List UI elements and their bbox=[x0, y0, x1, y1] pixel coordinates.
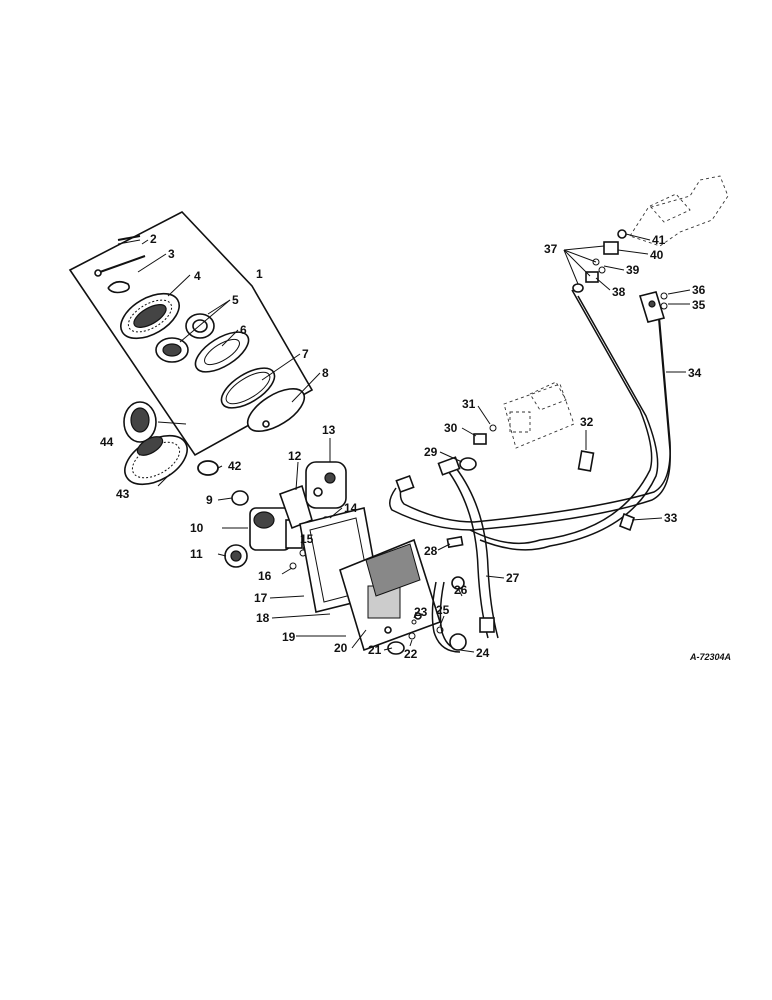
valve-block-ghost bbox=[503, 381, 575, 449]
filter-cap-44 bbox=[123, 401, 157, 443]
callout-1: 1 bbox=[256, 267, 263, 281]
ring-25 bbox=[436, 626, 444, 634]
callout-41: 41 bbox=[652, 233, 666, 247]
filter-spacer-5b bbox=[155, 337, 189, 363]
pump-body-10 bbox=[249, 507, 303, 551]
gear-11 bbox=[224, 544, 248, 568]
callout-20: 20 bbox=[334, 641, 348, 655]
filter-leaders bbox=[137, 239, 321, 403]
bracket-35-36 bbox=[638, 291, 668, 323]
callout-15: 15 bbox=[300, 532, 314, 546]
callout-22: 22 bbox=[404, 647, 418, 661]
filter-clip bbox=[107, 280, 130, 294]
filter-spacer-5a bbox=[185, 313, 215, 339]
callout-35: 35 bbox=[692, 298, 706, 312]
fitting-40 bbox=[603, 241, 619, 255]
drawing-number: A-72304A bbox=[689, 652, 731, 662]
callout-31: 31 bbox=[462, 397, 476, 411]
callout-17: 17 bbox=[254, 591, 268, 605]
callout-11: 11 bbox=[190, 547, 203, 561]
hose-24 bbox=[431, 581, 467, 653]
callout-19: 19 bbox=[282, 630, 296, 644]
callout-27: 27 bbox=[506, 571, 520, 585]
callout-39: 39 bbox=[626, 263, 640, 277]
clip-32 bbox=[577, 450, 595, 472]
callout-8: 8 bbox=[322, 366, 329, 380]
ring-16 bbox=[289, 562, 297, 570]
callout-13: 13 bbox=[322, 423, 336, 437]
ring-23 bbox=[411, 619, 417, 625]
ring-41 bbox=[617, 229, 627, 239]
hose-27 bbox=[437, 456, 499, 639]
plug-21 bbox=[387, 641, 405, 655]
callout-4: 4 bbox=[194, 269, 201, 283]
callout-10: 10 bbox=[190, 521, 204, 535]
callout-43: 43 bbox=[116, 487, 130, 501]
ring-22 bbox=[408, 632, 416, 640]
tube-34 bbox=[389, 283, 671, 551]
filter-plate-6 bbox=[194, 331, 250, 373]
callout-16: 16 bbox=[258, 569, 272, 583]
callout-29: 29 bbox=[424, 445, 438, 459]
callout-18: 18 bbox=[256, 611, 270, 625]
callout-3: 3 bbox=[168, 247, 175, 261]
equipment-ghost-top-right bbox=[629, 175, 729, 247]
fitting-30 bbox=[473, 433, 487, 445]
oring-42 bbox=[197, 460, 219, 476]
callout-6: 6 bbox=[240, 323, 247, 337]
rings-39 bbox=[592, 258, 606, 274]
callout-30: 30 bbox=[444, 421, 458, 435]
callout-40: 40 bbox=[650, 248, 664, 262]
filter-kit-group bbox=[68, 211, 314, 457]
fitting-9 bbox=[231, 490, 249, 506]
callout-23: 23 bbox=[414, 605, 428, 619]
plate-hint-20 bbox=[365, 543, 421, 597]
callout-2: 2 bbox=[150, 232, 157, 246]
callout-34: 34 bbox=[688, 366, 702, 380]
gasket-12 bbox=[278, 484, 313, 530]
callout-38: 38 bbox=[612, 285, 626, 299]
callout-26: 26 bbox=[454, 583, 468, 597]
callout-33: 33 bbox=[664, 511, 678, 525]
callout-25: 25 bbox=[436, 603, 450, 617]
callout-21: 21 bbox=[368, 643, 382, 657]
filter-bolt bbox=[94, 255, 146, 277]
callout-7: 7 bbox=[302, 347, 309, 361]
ring-31 bbox=[489, 424, 497, 432]
callout-28: 28 bbox=[424, 544, 438, 558]
clip-28 bbox=[446, 535, 464, 549]
pump-cover-13 bbox=[305, 461, 347, 509]
callout-32: 32 bbox=[580, 415, 594, 429]
callout-36: 36 bbox=[692, 283, 706, 297]
leader-lines bbox=[157, 233, 691, 653]
filter-pin bbox=[117, 235, 141, 245]
fitting-29 bbox=[459, 457, 477, 471]
callout-44: 44 bbox=[100, 435, 114, 449]
clip-33 bbox=[619, 512, 635, 532]
callout-42: 42 bbox=[228, 459, 242, 473]
callout-37: 37 bbox=[544, 242, 558, 256]
callout-9: 9 bbox=[206, 493, 213, 507]
callout-14: 14 bbox=[344, 501, 358, 515]
callout-24: 24 bbox=[476, 646, 490, 660]
elbow-38 bbox=[585, 271, 599, 283]
callout-labels: 1 2 3 4 5 6 7 8 9 10 11 12 13 14 15 16 1… bbox=[100, 232, 731, 662]
filter-cover-8 bbox=[246, 388, 306, 432]
callout-12: 12 bbox=[288, 449, 302, 463]
filter-element-4 bbox=[120, 292, 180, 340]
callout-5: 5 bbox=[232, 293, 239, 307]
